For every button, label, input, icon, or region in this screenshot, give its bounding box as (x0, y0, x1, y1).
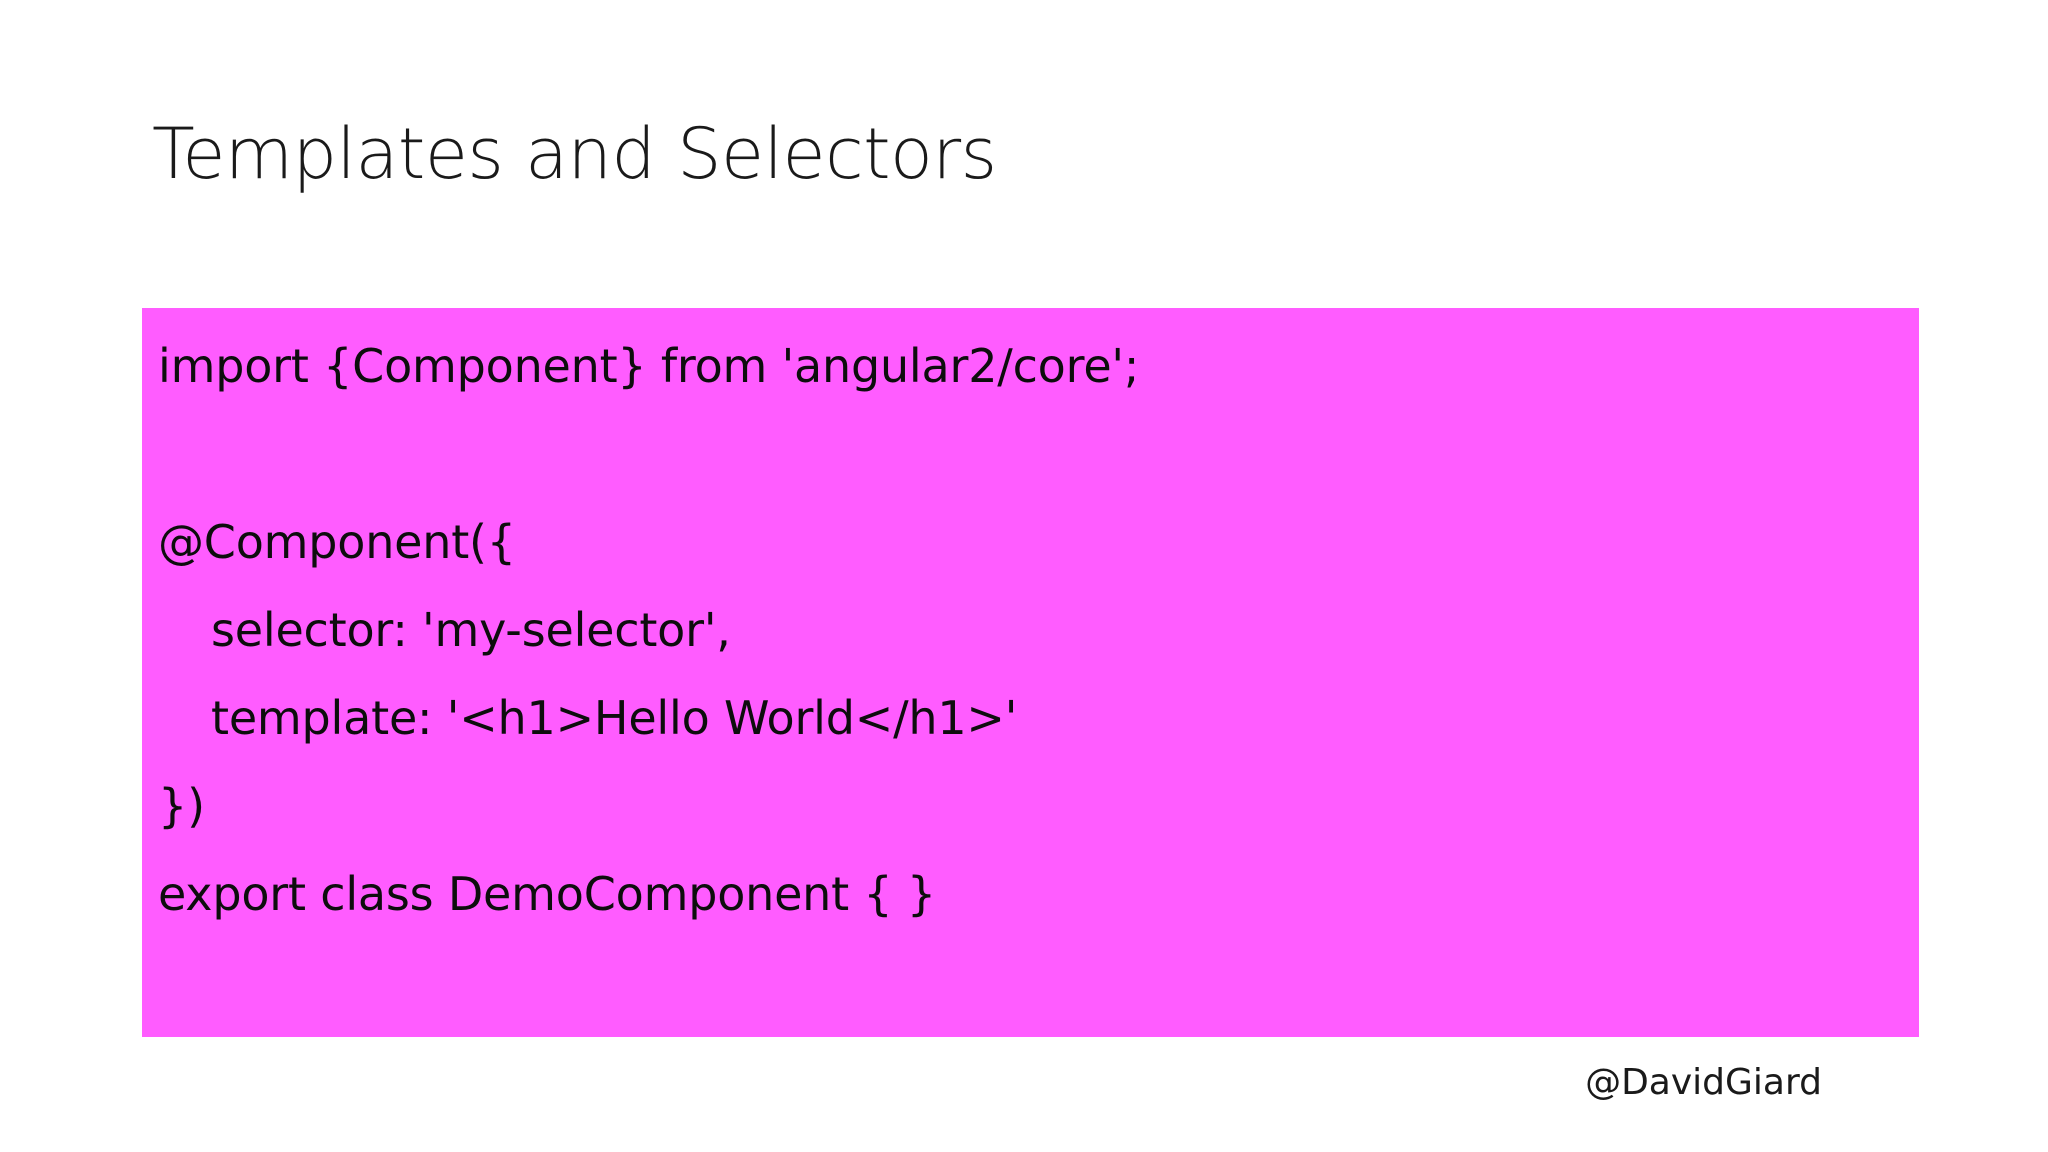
code-line: @Component({ (158, 515, 516, 569)
footer-handle: @DavidGiard (1585, 1062, 1822, 1103)
code-line: }) (158, 779, 205, 833)
code-line-blank (158, 410, 1919, 498)
page-title: Templates and Selectors (152, 113, 997, 195)
code-line: template: '<h1>Hello World</h1>' (211, 691, 1018, 745)
code-line: selector: 'my-selector', (211, 603, 731, 657)
code-line: import {Component} from 'angular2/core'; (158, 339, 1140, 393)
code-block: import {Component} from 'angular2/core';… (142, 308, 1919, 1037)
code-line: export class DemoComponent { } (158, 867, 936, 921)
